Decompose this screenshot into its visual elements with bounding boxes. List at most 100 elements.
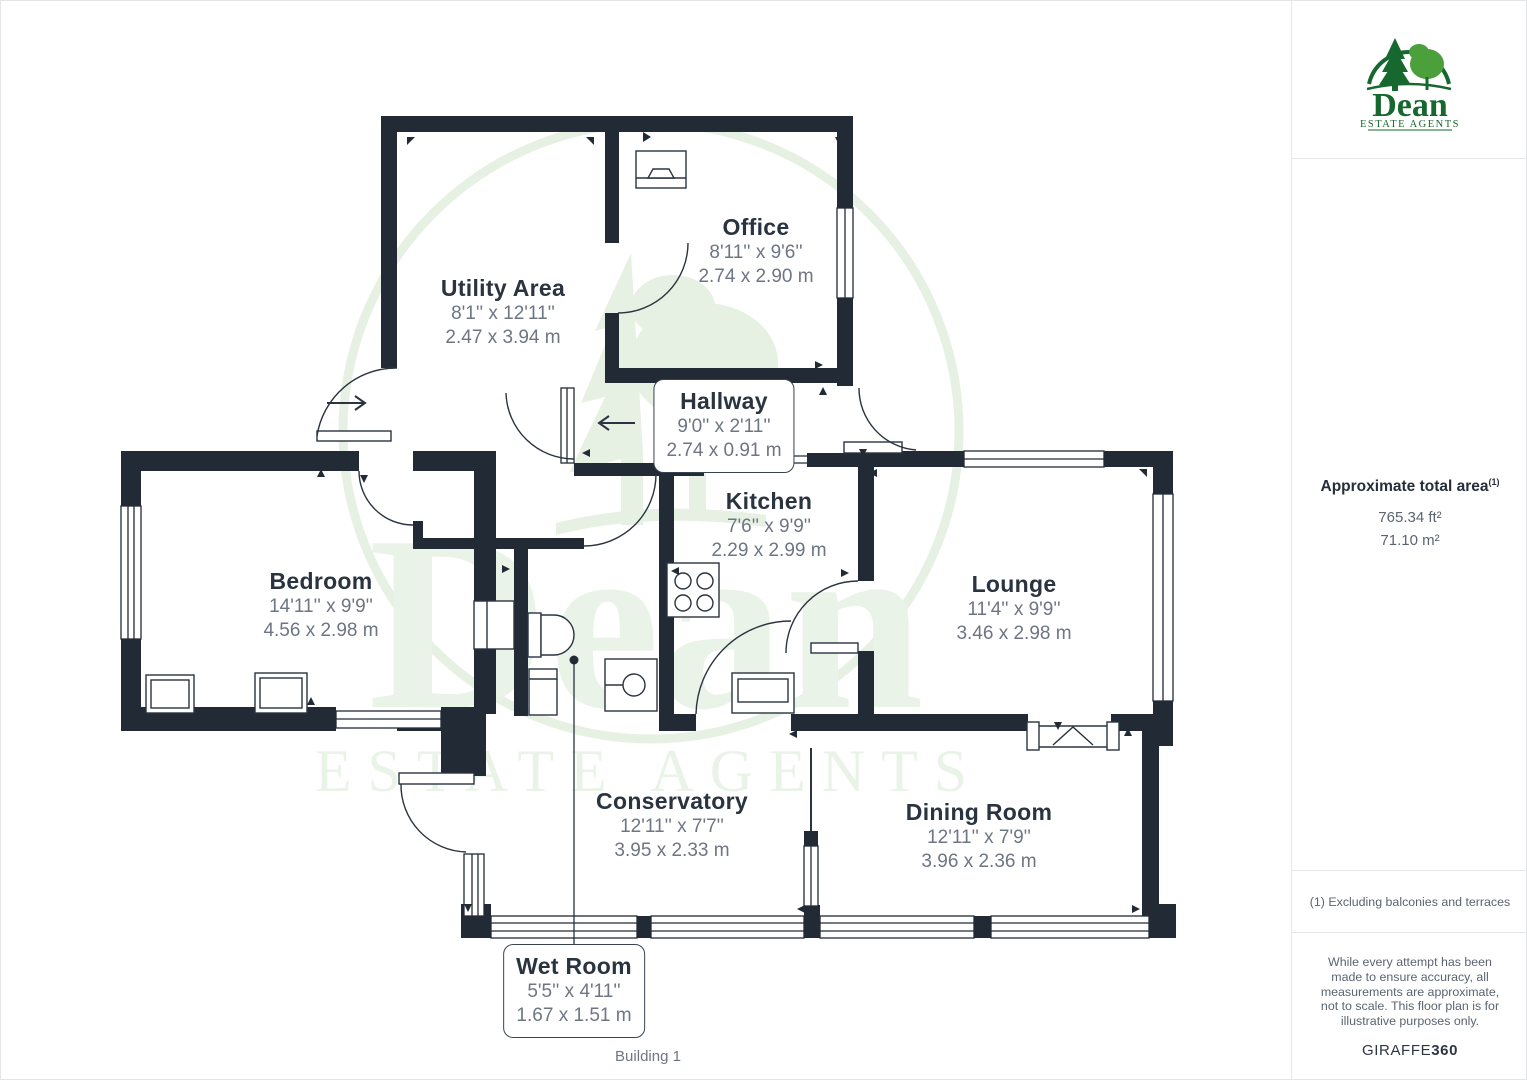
wet-room-leader bbox=[569, 655, 579, 944]
door-arc-lounge bbox=[785, 580, 859, 654]
room-dimension-metric: 2.74 x 0.91 m bbox=[666, 440, 782, 461]
room-dimension-metric: 2.29 x 2.99 m bbox=[711, 540, 827, 561]
room-dimension-metric: 2.74 x 2.90 m bbox=[698, 266, 814, 287]
room-label-kitchen: Kitchen 7'6'' x 9'9'' 2.29 x 2.99 m bbox=[711, 487, 826, 563]
doors bbox=[316, 242, 917, 853]
room-label-dining-room: Dining Room 12'11'' x 7'9'' 3.96 x 2.36 … bbox=[906, 798, 1052, 874]
door-leaf-hall-entrance bbox=[560, 387, 575, 464]
room-label-lounge: Lounge 11'4'' x 9'9'' 3.46 x 2.98 m bbox=[956, 570, 1071, 646]
room-dimension-imperial: 11'4'' x 9'9'' bbox=[967, 599, 1061, 620]
door-arc-utility bbox=[505, 392, 575, 460]
disclaimer-text: While every attempt has been made to ens… bbox=[1320, 955, 1500, 1029]
toilet-icon bbox=[527, 612, 575, 658]
room-dimension-metric: 3.46 x 2.98 m bbox=[956, 623, 1072, 644]
provider-name: GIRAFFE bbox=[1361, 1041, 1432, 1059]
total-area-section: Approximate total area(1) 765.34 ft² 71.… bbox=[1292, 159, 1526, 870]
room-dimension-imperial: 14'11'' x 9'9'' bbox=[269, 596, 373, 617]
door-arc-wet-room bbox=[583, 473, 657, 547]
provider-suffix: 360 bbox=[1431, 1041, 1459, 1059]
dean-estate-agents-logo: Dean ESTATE AGENTS bbox=[1360, 37, 1460, 130]
wardrobe-icon bbox=[145, 674, 195, 714]
window-office-right bbox=[836, 207, 854, 299]
total-area-imperial: 765.34 ft² bbox=[1378, 509, 1442, 527]
fixtures bbox=[145, 150, 1120, 831]
door-leaf bbox=[810, 642, 859, 654]
window-divider-strip bbox=[803, 845, 819, 907]
shower-tray-icon bbox=[604, 658, 658, 712]
room-dimension-imperial: 9'0'' x 2'11'' bbox=[677, 416, 771, 437]
room-name: Conservatory bbox=[596, 788, 748, 814]
cabinet-icon bbox=[528, 668, 558, 716]
room-dimension-imperial: 7'6'' x 9'9'' bbox=[726, 516, 812, 537]
window-band-conservatory-1 bbox=[490, 915, 638, 939]
door-leaf bbox=[398, 772, 475, 785]
round-tree-icon bbox=[1409, 43, 1444, 90]
room-name: Hallway bbox=[680, 388, 768, 414]
room-dimension-imperial: 5'5'' x 4'11'' bbox=[527, 981, 621, 1002]
room-label-utility-area: Utility Area 8'1'' x 12'11'' 2.47 x 3.94… bbox=[441, 274, 565, 350]
entry-arrow-left-icon bbox=[597, 415, 635, 431]
provider-branding: GIRAFFE360 bbox=[1292, 1041, 1526, 1059]
appliance-icon bbox=[731, 672, 795, 714]
footnote-text: (1) Excluding balconies and terraces bbox=[1309, 894, 1511, 909]
door-arc-office bbox=[617, 242, 689, 314]
room-name: Office bbox=[722, 214, 790, 240]
room-name: Kitchen bbox=[725, 488, 813, 514]
agency-logo-section: Dean ESTATE AGENTS bbox=[1292, 1, 1526, 159]
total-area-metric: 71.10 m² bbox=[1380, 532, 1440, 550]
wardrobe-icon bbox=[254, 672, 308, 714]
window-band-conservatory-2 bbox=[650, 915, 805, 939]
room-label-wet-room: Wet Room 5'5'' x 4'11'' 1.67 x 1.51 m bbox=[503, 944, 645, 1038]
logo-tagline-text: ESTATE AGENTS bbox=[1360, 119, 1460, 130]
entry-arrow-right-icon bbox=[327, 395, 367, 411]
entrance-arrows bbox=[327, 395, 635, 431]
shelf-alcove-icon bbox=[473, 600, 515, 650]
room-dimension-metric: 1.67 x 1.51 m bbox=[516, 1005, 632, 1026]
door-arc-hallway bbox=[858, 387, 917, 451]
window-bedroom-left bbox=[120, 505, 142, 640]
room-label-bedroom: Bedroom 14'11'' x 9'9'' 4.56 x 2.98 m bbox=[263, 567, 378, 643]
door-leaf bbox=[316, 430, 392, 442]
total-area-title-text: Approximate total area bbox=[1320, 478, 1489, 496]
window-lounge-top bbox=[963, 450, 1105, 468]
pine-tree-icon bbox=[1379, 37, 1411, 91]
room-dimension-metric: 3.96 x 2.36 m bbox=[921, 851, 1037, 872]
room-label-hallway: Hallway 9'0'' x 2'11'' 2.74 x 0.91 m bbox=[653, 379, 795, 473]
info-sidebar: Dean ESTATE AGENTS Approximate total are… bbox=[1291, 1, 1526, 1079]
footnote-section: (1) Excluding balconies and terraces bbox=[1292, 870, 1526, 932]
door-arc-conservatory bbox=[400, 783, 467, 853]
room-dimension-metric: 3.95 x 2.33 m bbox=[614, 840, 730, 861]
room-label-conservatory: Conservatory 12'11'' x 7'7'' 3.95 x 2.33… bbox=[596, 787, 748, 863]
room-dimension-imperial: 8'1'' x 12'11'' bbox=[451, 303, 555, 324]
measurement-markers bbox=[127, 132, 1147, 913]
room-label-office: Office 8'11'' x 9'6'' 2.74 x 2.90 m bbox=[698, 213, 813, 289]
room-name: Dining Room bbox=[905, 799, 1053, 825]
room-dimension-metric: 4.56 x 2.98 m bbox=[263, 620, 379, 641]
window-lounge-right bbox=[1152, 493, 1174, 702]
disclaimer-section: While every attempt has been made to ens… bbox=[1292, 932, 1526, 1079]
room-name: Wet Room bbox=[516, 953, 632, 979]
room-dimension-imperial: 8'11'' x 9'6'' bbox=[709, 242, 803, 263]
room-name: Lounge bbox=[971, 571, 1057, 597]
total-area-title: Approximate total area(1) bbox=[1321, 477, 1500, 496]
floorplan-canvas: Dean ESTATE AGENTS bbox=[1, 1, 1291, 1079]
room-name: Bedroom bbox=[269, 568, 373, 594]
french-door-icon bbox=[1026, 721, 1120, 751]
window-bedroom-bottom bbox=[335, 710, 442, 729]
door-arc-entrance bbox=[316, 367, 398, 437]
room-dimension-imperial: 12'11'' x 7'9'' bbox=[927, 827, 1031, 848]
total-area-superscript: (1) bbox=[1488, 476, 1500, 487]
window-conservatory-left bbox=[463, 853, 485, 917]
room-dimension-metric: 2.47 x 3.94 m bbox=[445, 327, 561, 348]
door-arc-dining bbox=[695, 620, 792, 715]
floorplan-drawing: Dean ESTATE AGENTS bbox=[120, 116, 1176, 944]
logo-brand-text: Dean bbox=[1372, 87, 1448, 124]
room-name: Utility Area bbox=[440, 275, 566, 301]
door-arc-bedroom bbox=[358, 470, 414, 526]
building-label: Building 1 bbox=[615, 1048, 681, 1065]
window-band-dining-2 bbox=[990, 915, 1150, 939]
desk-icon bbox=[635, 150, 687, 189]
room-dimension-imperial: 12'11'' x 7'7'' bbox=[620, 816, 724, 837]
window-band-dining-1 bbox=[819, 915, 975, 939]
